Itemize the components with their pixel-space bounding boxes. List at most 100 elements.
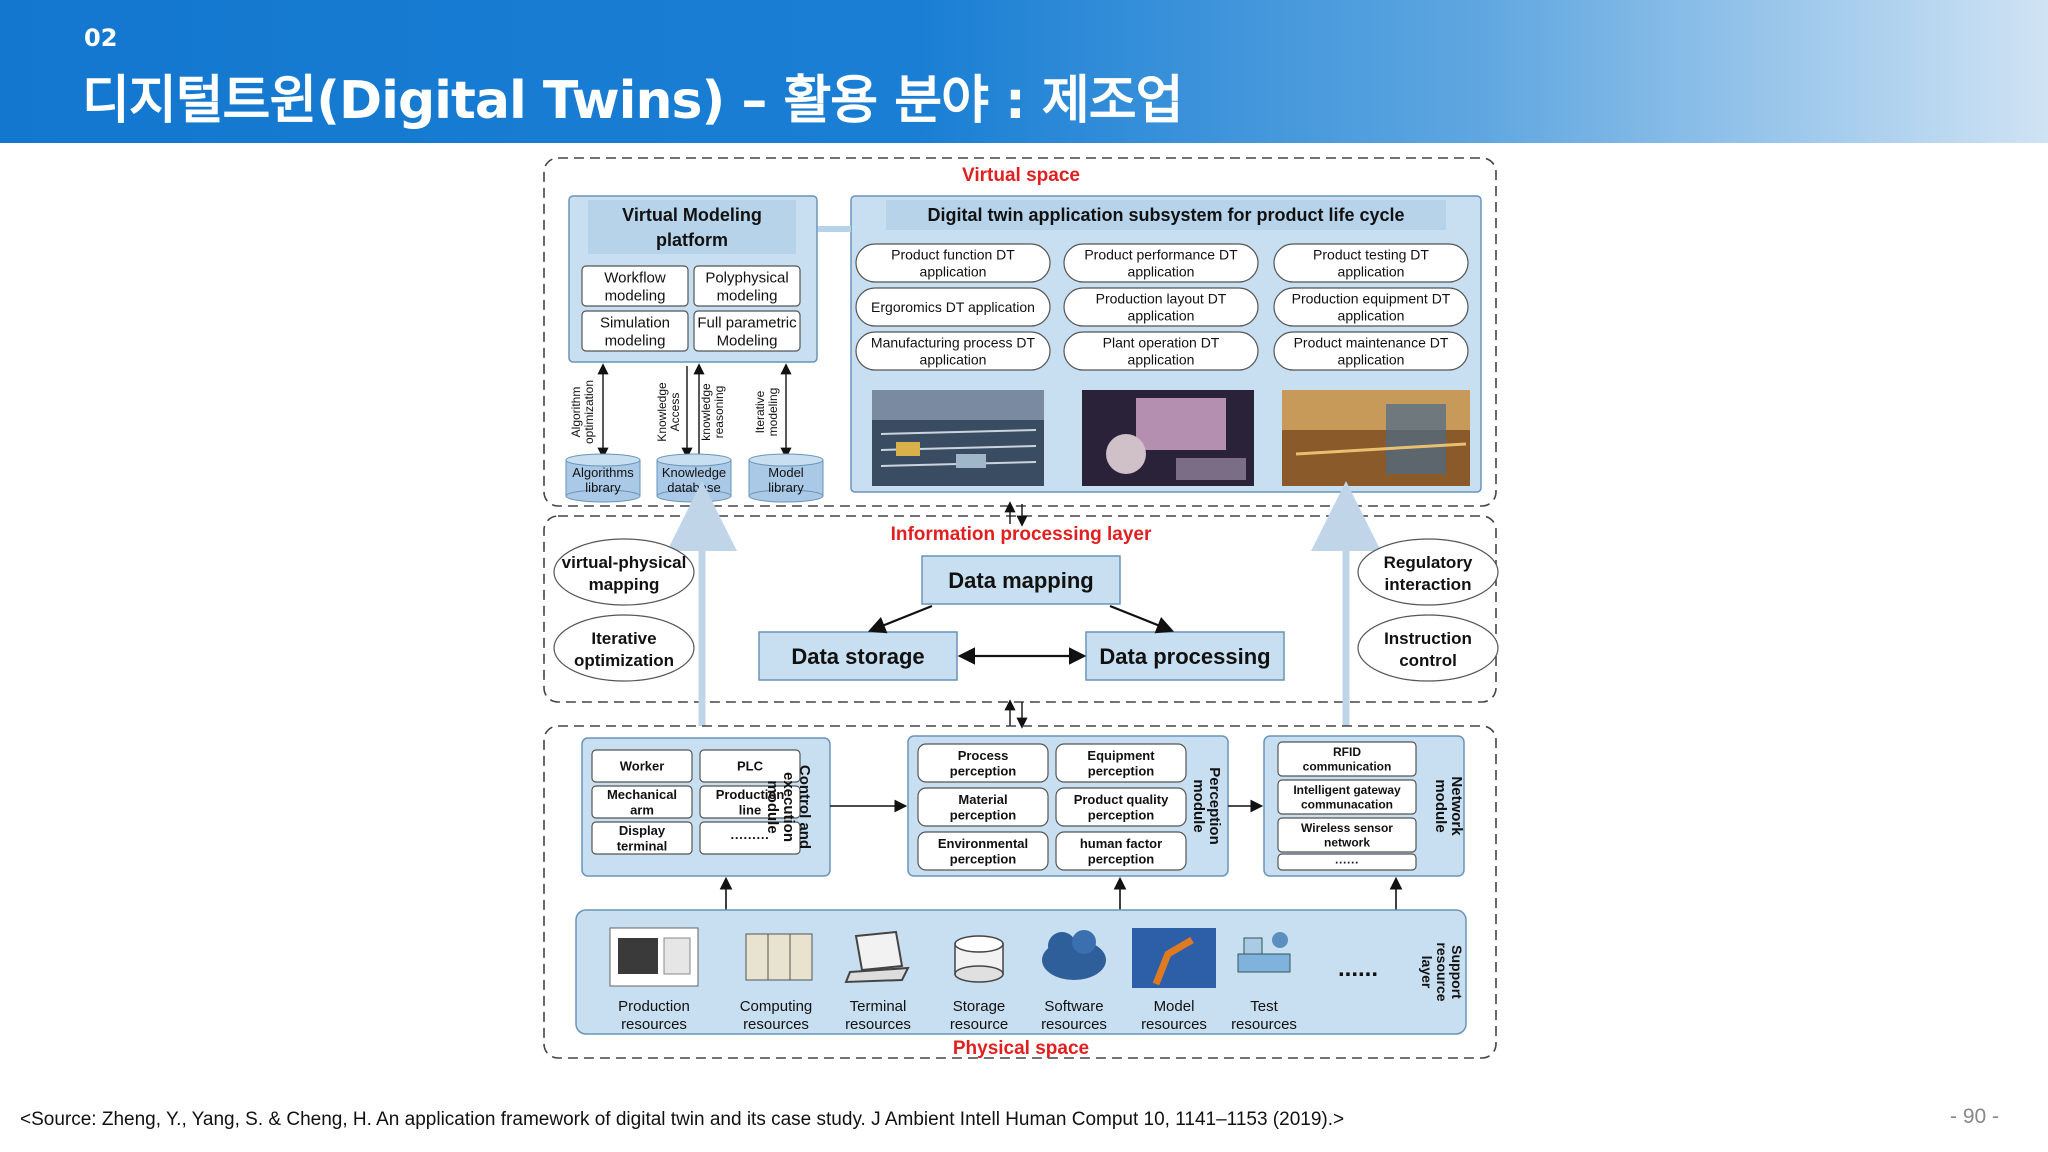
library-1-line2: library	[585, 480, 621, 495]
modeling-platform-title-line1: Virtual Modeling	[622, 205, 762, 225]
perception-item-5-text-line1: Environmental	[938, 836, 1028, 851]
perception-item-4-text-line1: Product quality	[1074, 792, 1169, 807]
right-item-1-line2: interaction	[1385, 575, 1472, 594]
resource-label-3-line2: resources	[845, 1016, 911, 1033]
modeling-item-2-text-line1: Polyphysical	[705, 269, 788, 286]
resource-label-4-line1: Storage	[953, 998, 1006, 1015]
data-storage-box	[758, 631, 958, 681]
arrow-label-2-line2: Access	[668, 393, 682, 432]
factory-floor-photo	[872, 390, 1044, 486]
arrow-label-3-line2: reasoning	[712, 386, 726, 439]
dt-app-5-text-line2: application	[1128, 307, 1195, 323]
virtual-space-title: Virtual space	[962, 165, 1080, 186]
perception-module-label: Perception module	[1190, 767, 1223, 845]
storage-disk-icon	[954, 935, 1004, 983]
support-layer-panel	[575, 909, 1467, 1035]
dt-app-9-text-line2: application	[1338, 351, 1405, 367]
laptop-icon	[844, 930, 910, 984]
arrow-label-1-line1: Algorithm	[569, 387, 583, 438]
dt-app-1-text-line2: application	[920, 263, 987, 279]
control-item-2-text: PLC	[737, 759, 764, 774]
svg-text:Control and: Control and	[796, 765, 813, 849]
modeling-item-1-text-line1: Workflow	[604, 269, 666, 286]
library-2-line1: Knowledge	[662, 465, 726, 480]
server-cluster-icon	[745, 933, 813, 981]
control-item-6: ·········	[699, 821, 801, 855]
data-mapping-label: Data mapping	[948, 568, 1093, 593]
control-item-1: Worker	[591, 749, 693, 783]
modeling-item-1-text-line2: modeling	[605, 287, 666, 304]
left-item-1-line2: mapping	[589, 575, 660, 594]
control-item-1-text: Worker	[620, 759, 665, 774]
arrow-label-3-line1: knowledge	[699, 383, 713, 441]
information-layer-title: Information processing layer	[891, 524, 1152, 545]
perception-item-2-text-line2: perception	[1088, 763, 1155, 778]
network-item-2-text-line1: Intelligent gateway	[1293, 783, 1401, 797]
modeling-item-4-text-line2: Modeling	[717, 332, 778, 349]
svg-text:module: module	[1432, 779, 1449, 832]
subsystem-header	[886, 200, 1446, 230]
network-module-label: Network module	[1432, 776, 1465, 836]
dt-app-2-text-line1: Product performance DT	[1084, 247, 1238, 263]
left-item-2-line2: optimization	[574, 651, 674, 670]
source-citation: <Source: Zheng, Y., Yang, S. & Cheng, H.…	[20, 1109, 1345, 1130]
arrow-label-1-line2: optimization	[582, 380, 596, 444]
svg-text:Perception: Perception	[1206, 767, 1223, 845]
modeling-item-2-text-line2: modeling	[717, 287, 778, 304]
control-item-2: PLC	[699, 749, 801, 783]
test-station-icon	[1237, 932, 1291, 973]
control-item-4-text-line2: line	[739, 802, 761, 817]
right-item-2: Instruction control	[1357, 614, 1499, 682]
dt-app-6-text-line2: application	[1338, 307, 1405, 323]
control-item-5-text-line2: terminal	[617, 838, 668, 853]
modeling-item-3-text-line1: Simulation	[600, 314, 670, 331]
resource-label-1-line1: Production	[618, 998, 690, 1015]
resource-label-2-line2: resources	[743, 1016, 809, 1033]
svg-text:module: module	[1190, 779, 1207, 832]
dt-app-5-text-line1: Production layout DT	[1096, 291, 1227, 307]
virtual-space-frame	[543, 157, 1497, 507]
library-3-line1: Model	[768, 465, 804, 480]
page-number: - 90 -	[1950, 1105, 2000, 1128]
production-machine-icon	[609, 927, 699, 987]
slide-header: 02 디지털트윈(Digital Twins) – 활용 분야 : 제조업	[0, 0, 2048, 143]
dt-app-8-text-line1: Plant operation DT	[1103, 335, 1220, 351]
section-number: 02	[84, 24, 118, 52]
perception-item-3-text-line1: Material	[958, 792, 1007, 807]
perception-item-5-text-line2: perception	[950, 851, 1017, 866]
perception-item-3-text-line2: perception	[950, 807, 1017, 822]
dt-app-6-text-line1: Production equipment DT	[1292, 291, 1451, 307]
support-ellipsis: ......	[1338, 955, 1378, 982]
right-item-2-line2: control	[1399, 651, 1457, 670]
svg-text:execution: execution	[780, 772, 797, 842]
support-layer-label: Support resource layer	[1419, 942, 1465, 1001]
resource-label-3-line1: Terminal	[850, 998, 907, 1015]
data-processing-label: Data processing	[1099, 644, 1270, 669]
arrow-label-2-line1: Knowledge	[655, 382, 669, 442]
control-item-4-text-line1: Production	[716, 787, 785, 802]
svg-text:Support: Support	[1449, 945, 1465, 999]
arrow-label-4-line2: modeling	[766, 388, 780, 437]
right-item-2-line1: Instruction	[1384, 629, 1472, 648]
resource-label-7-line1: Test	[1250, 998, 1278, 1015]
